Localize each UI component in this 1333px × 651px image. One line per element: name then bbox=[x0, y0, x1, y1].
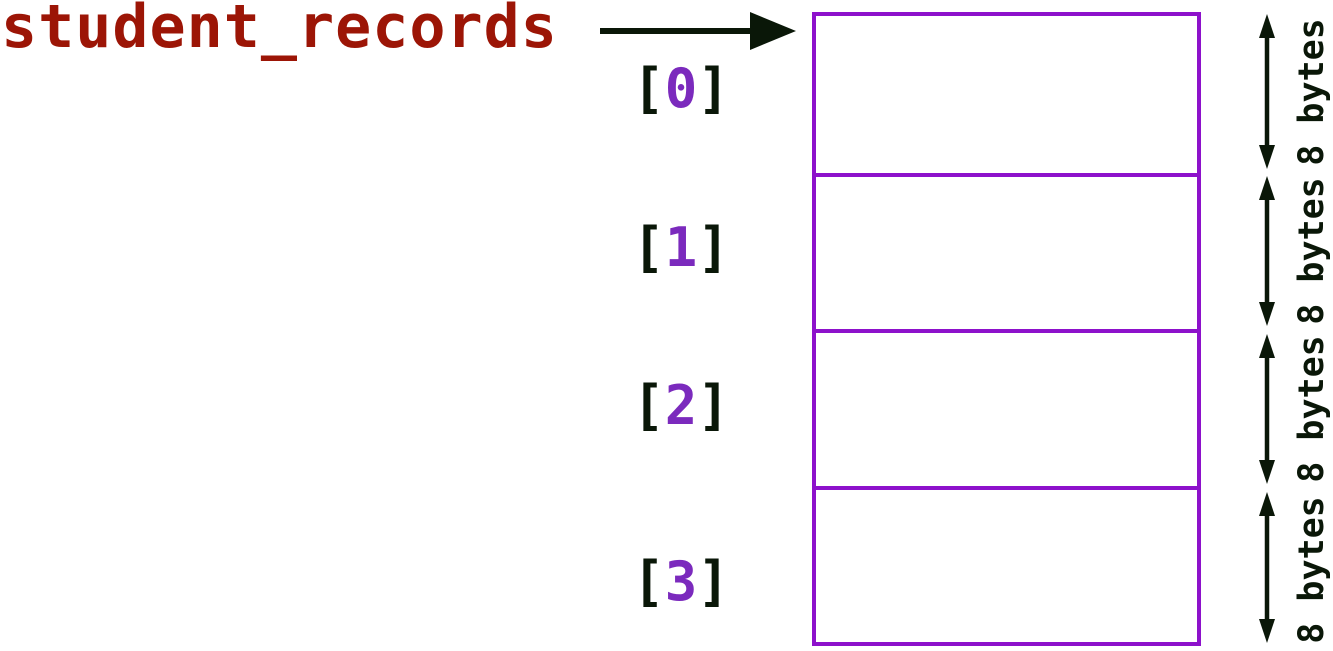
array-name-label: student_records bbox=[1, 0, 558, 62]
index-close-bracket: ] bbox=[697, 550, 730, 613]
pointer-arrow bbox=[600, 12, 796, 50]
array-cell-3 bbox=[816, 485, 1197, 642]
pointer-arrowhead-icon bbox=[750, 12, 796, 50]
index-digit: 2 bbox=[664, 374, 698, 437]
size-arrow-2 bbox=[1259, 334, 1275, 484]
arrowhead-down-icon bbox=[1259, 460, 1275, 484]
index-close-bracket: ] bbox=[697, 57, 730, 120]
arrowhead-up-icon bbox=[1259, 14, 1275, 38]
index-open-bracket: [ bbox=[632, 216, 665, 279]
index-label-3: [3] bbox=[631, 552, 731, 612]
index-label-2: [2] bbox=[631, 376, 731, 436]
arrowhead-up-icon bbox=[1259, 176, 1275, 200]
index-close-bracket: ] bbox=[697, 216, 730, 279]
size-arrow-3 bbox=[1259, 492, 1275, 643]
array-cell-2 bbox=[816, 329, 1197, 486]
array-cell-0 bbox=[816, 16, 1197, 173]
index-label-0: [0] bbox=[631, 59, 731, 119]
arrowhead-down-icon bbox=[1259, 619, 1275, 643]
index-digit: 3 bbox=[664, 550, 698, 613]
size-label-3: 8 bytes bbox=[1292, 496, 1332, 644]
size-arrow-0 bbox=[1259, 14, 1275, 169]
index-digit: 1 bbox=[664, 216, 698, 279]
index-open-bracket: [ bbox=[632, 374, 665, 437]
array-box bbox=[812, 12, 1201, 646]
size-label-1: 8 bytes bbox=[1292, 177, 1332, 325]
index-open-bracket: [ bbox=[632, 57, 665, 120]
size-label-0: 8 bytes bbox=[1292, 18, 1332, 166]
size-label-2: 8 bytes bbox=[1292, 335, 1332, 483]
index-digit: 0 bbox=[664, 57, 698, 120]
index-open-bracket: [ bbox=[632, 550, 665, 613]
arrowhead-up-icon bbox=[1259, 334, 1275, 358]
arrowhead-down-icon bbox=[1259, 145, 1275, 169]
array-cell-1 bbox=[816, 172, 1197, 329]
index-close-bracket: ] bbox=[697, 374, 730, 437]
arrowhead-down-icon bbox=[1259, 302, 1275, 326]
size-arrow-1 bbox=[1259, 176, 1275, 326]
arrowhead-up-icon bbox=[1259, 492, 1275, 516]
index-label-1: [1] bbox=[631, 218, 731, 278]
